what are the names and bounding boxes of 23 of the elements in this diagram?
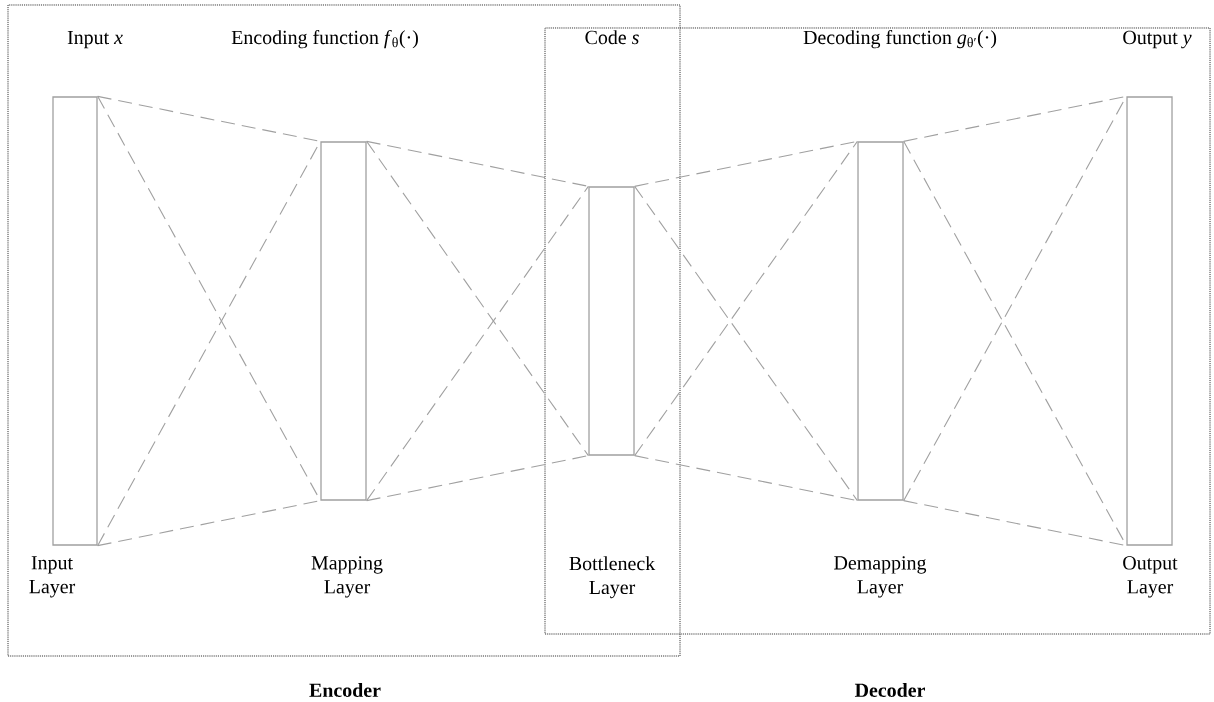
layer-box bbox=[1126, 96, 1173, 546]
layer-box bbox=[320, 141, 367, 501]
layer-title: Code s bbox=[585, 30, 639, 45]
connection-line bbox=[366, 140, 589, 187]
layer-box bbox=[588, 186, 635, 456]
connection-line bbox=[634, 185, 858, 502]
layer-title: Encoding function f$_{θ}$(·) bbox=[231, 29, 418, 49]
layer-title: Output y bbox=[1123, 30, 1192, 49]
connection-line bbox=[634, 140, 858, 457]
layer-title: Decoding function g$_{θ′}$(·) bbox=[803, 29, 997, 49]
layer-box bbox=[857, 141, 904, 501]
connection-line bbox=[366, 185, 589, 502]
layer-label: Output Layer bbox=[1123, 556, 1178, 598]
layer-label: Mapping Layer bbox=[311, 556, 383, 598]
connection-line bbox=[366, 140, 589, 457]
group-heading: Decoder bbox=[854, 683, 925, 697]
layer-label: Input Layer bbox=[29, 556, 76, 598]
layer-label: Bottleneck Layer bbox=[569, 556, 656, 599]
connection-line bbox=[366, 455, 589, 502]
layer-title: Input x bbox=[67, 30, 123, 49]
layer-label: Demapping Layer bbox=[834, 556, 927, 598]
group-heading: Encoder bbox=[309, 683, 381, 697]
layer-box bbox=[52, 96, 98, 546]
